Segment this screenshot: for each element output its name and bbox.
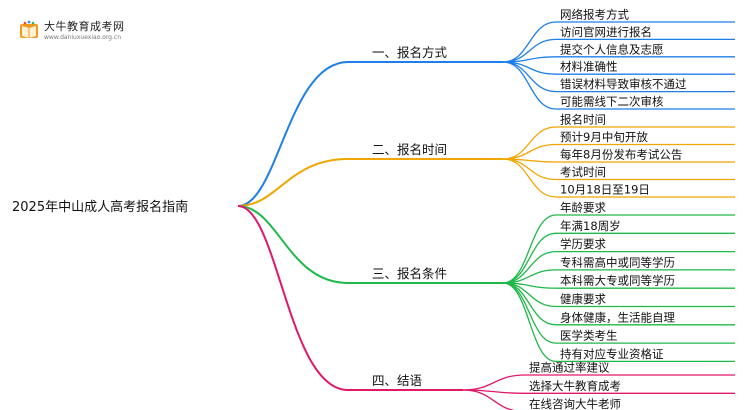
branch-topic: 一、报名方式 xyxy=(372,45,448,60)
leaf-topic: 10月18日至19日 xyxy=(560,183,650,197)
leaf-topic: 可能需线下二次审核 xyxy=(560,95,664,109)
leaf-connector xyxy=(502,282,557,363)
leaf-topic: 选择大牛教育成考 xyxy=(529,379,621,393)
branch-topic: 四、结语 xyxy=(372,373,422,388)
leaf-connector xyxy=(502,282,557,344)
leaf-connector xyxy=(502,143,557,160)
leaf-topic: 身体健康，生活能自理 xyxy=(560,310,675,324)
leaf-topic: 材料准确性 xyxy=(560,60,618,74)
branch-connector xyxy=(237,61,349,207)
branch-topic: 二、报名时间 xyxy=(372,142,447,157)
leaf-topic: 每年8月份发布考试公告 xyxy=(560,148,682,162)
leaf-topic: 网络报考方式 xyxy=(560,8,629,22)
leaf-connector xyxy=(502,282,557,326)
leaf-connector xyxy=(502,250,557,284)
open-book-logo-icon xyxy=(20,20,38,38)
leaf-topic: 持有对应专业资格证 xyxy=(560,347,664,361)
leaf-topic: 错误材料导致审核不通过 xyxy=(560,77,687,91)
leaf-topic: 访问官网进行报名 xyxy=(560,25,652,39)
leaf-connector xyxy=(502,232,557,284)
branch-connector xyxy=(237,158,349,207)
leaf-connector xyxy=(502,61,557,93)
site-logo[interactable]: 大牛教育成考网 www.daniuxuexiao.org.cn xyxy=(18,18,138,48)
leaf-topic: 提交个人信息及志愿 xyxy=(560,42,664,56)
branch-topic: 三、报名条件 xyxy=(372,266,447,281)
leaf-topic: 在线咨询大牛老师 xyxy=(529,397,621,410)
leaf-topic: 年龄要求 xyxy=(560,201,606,215)
leaf-connector xyxy=(462,389,516,410)
leaf-connector xyxy=(502,126,557,160)
leaf-topic: 健康要求 xyxy=(560,292,606,306)
branch-connector xyxy=(237,205,349,284)
logo-site-url: www.daniuxuexiao.org.cn xyxy=(44,34,121,41)
leaf-connector xyxy=(502,56,557,63)
leaf-topic: 专科需高中或同等学历 xyxy=(560,255,675,269)
leaf-connector xyxy=(502,214,557,284)
root-topic: 2025年中山成人高考报名指南 xyxy=(12,199,188,215)
leaf-topic: 医学类考生 xyxy=(560,329,618,343)
leaf-connector xyxy=(502,158,557,198)
leaf-connector xyxy=(502,61,557,110)
branch-connector xyxy=(237,205,349,391)
leaf-topic: 预计9月中旬开放 xyxy=(560,130,648,144)
leaf-connector xyxy=(462,374,526,391)
logo-site-name: 大牛教育成考网 xyxy=(44,20,125,33)
leaf-topic: 本科需大专或同等学历 xyxy=(560,274,675,288)
leaf-topic: 年满18周岁 xyxy=(560,219,621,233)
leaf-topic: 考试时间 xyxy=(560,165,606,179)
leaf-topic: 报名时间 xyxy=(560,113,606,127)
leaf-connector xyxy=(502,21,557,63)
leaf-topic: 提高通过率建议 xyxy=(529,361,610,375)
leaf-topic: 学历要求 xyxy=(560,237,606,251)
